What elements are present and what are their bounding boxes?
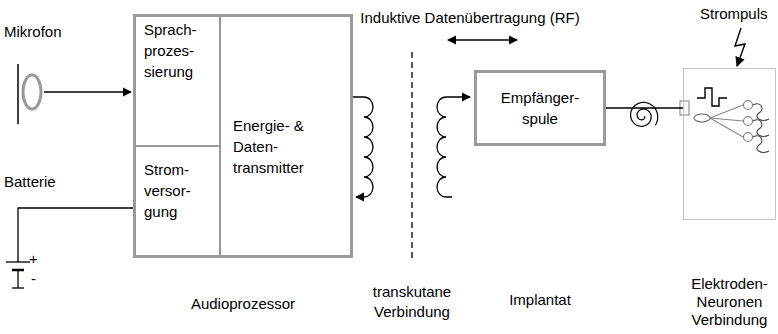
power-supply-cell: Strom- versor- gung (136, 147, 221, 255)
box-text: Sprach- prozes- sierung (144, 19, 197, 82)
pulse-label: Strompuls (700, 4, 768, 24)
box-text: Audioprozessor (191, 293, 295, 314)
section-label: transkutane Verbindung (373, 282, 451, 322)
box-text: Strom- versor- gung (144, 159, 191, 222)
connector (606, 107, 683, 108)
speech-processing-cell: Sprach- prozes- sierung (136, 17, 221, 147)
receiver-coil-box: Empfänger- spule (474, 70, 606, 146)
polarity-sign: - (31, 269, 36, 289)
microphone-label: Mikrofon (4, 22, 62, 42)
audio-processor-box: AudioprozessorSprach- prozes- sierungStr… (133, 14, 353, 258)
box-text: Elektroden- Neuronen Verbindung (691, 275, 768, 329)
transmitter-cell: Energie- & Daten- transmitter (221, 17, 350, 255)
electrode-neuron-detail (680, 28, 769, 152)
transmitter-coil (352, 97, 373, 197)
receiver-coil (437, 97, 470, 197)
battery-symbol (6, 208, 133, 288)
box-text: Empfänger- spule (501, 87, 579, 129)
cochlea-spiral (631, 102, 658, 126)
battery-label: Batterie (4, 172, 56, 192)
box-text: Energie- & Daten- transmitter (233, 115, 338, 178)
microphone-symbol (18, 64, 131, 124)
electrode-neuron-box: Elektroden- Neuronen Verbindung (683, 68, 776, 220)
section-label: Implantat (509, 290, 571, 310)
double-arrow (448, 39, 517, 40)
skin-boundary (411, 52, 412, 262)
diagram-title: Induktive Datenübertragung (RF) (360, 8, 579, 28)
polarity-sign: + (29, 249, 38, 269)
